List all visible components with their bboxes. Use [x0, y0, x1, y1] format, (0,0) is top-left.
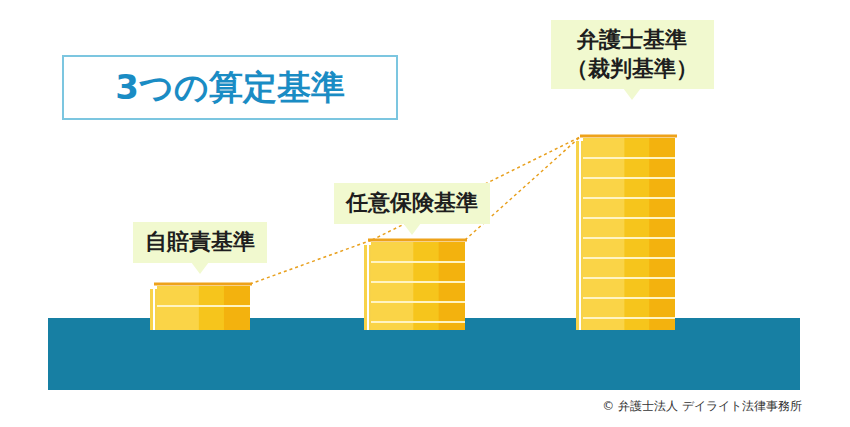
coin-rim: [580, 135, 677, 138]
coin-edge: [583, 177, 675, 179]
callout-tail: [623, 88, 641, 100]
coin-highlight: [583, 138, 624, 330]
copyright-note: © 弁護士法人 デイライト法律事務所: [602, 398, 802, 415]
coin-stack: [371, 242, 465, 330]
coin-rim: [368, 239, 467, 242]
coin-edge: [583, 237, 675, 239]
coin-back: [150, 289, 157, 330]
coin-gap: [367, 245, 369, 330]
callout-text: 自賠責基準: [145, 228, 255, 257]
coin-stack: [583, 138, 675, 330]
coin-edge: [583, 257, 675, 259]
coin-edge: [583, 297, 675, 299]
coin-edge: [371, 321, 465, 323]
coin-back: [364, 245, 371, 330]
coin-gap: [153, 289, 155, 330]
coin-edge: [583, 317, 675, 319]
coin-edge: [583, 217, 675, 219]
coin-highlight: [157, 286, 199, 330]
coin-shade: [224, 286, 250, 330]
callout-label: 弁護士基準 （裁判基準）: [551, 20, 714, 89]
coin-shade: [649, 138, 675, 330]
coin-rim: [154, 283, 252, 286]
coin-edge: [583, 157, 675, 159]
callout-label: 自賠責基準: [133, 222, 267, 263]
coin-shade: [439, 242, 465, 330]
callout-text: 弁護士基準 （裁判基準）: [563, 26, 702, 83]
title-box: 3つの算定基準: [62, 55, 398, 120]
coin-edge: [371, 281, 465, 283]
coin-edge: [583, 277, 675, 279]
trend-line: [250, 240, 372, 284]
callout-tail: [403, 223, 421, 235]
coin-edge: [157, 305, 250, 307]
trend-lines: [250, 137, 580, 284]
coin-gap: [579, 141, 581, 330]
coin-back: [576, 141, 583, 330]
callout-label: 任意保険基準: [334, 183, 490, 224]
coin-highlight: [371, 242, 413, 330]
coin-edge: [371, 261, 465, 263]
callout-text: 任意保険基準: [346, 189, 478, 218]
callout-tail: [191, 262, 209, 274]
coin-stack: [157, 286, 250, 330]
title: 3つの算定基準: [115, 65, 345, 111]
coin-edge: [371, 301, 465, 303]
coin-edge: [583, 197, 675, 199]
